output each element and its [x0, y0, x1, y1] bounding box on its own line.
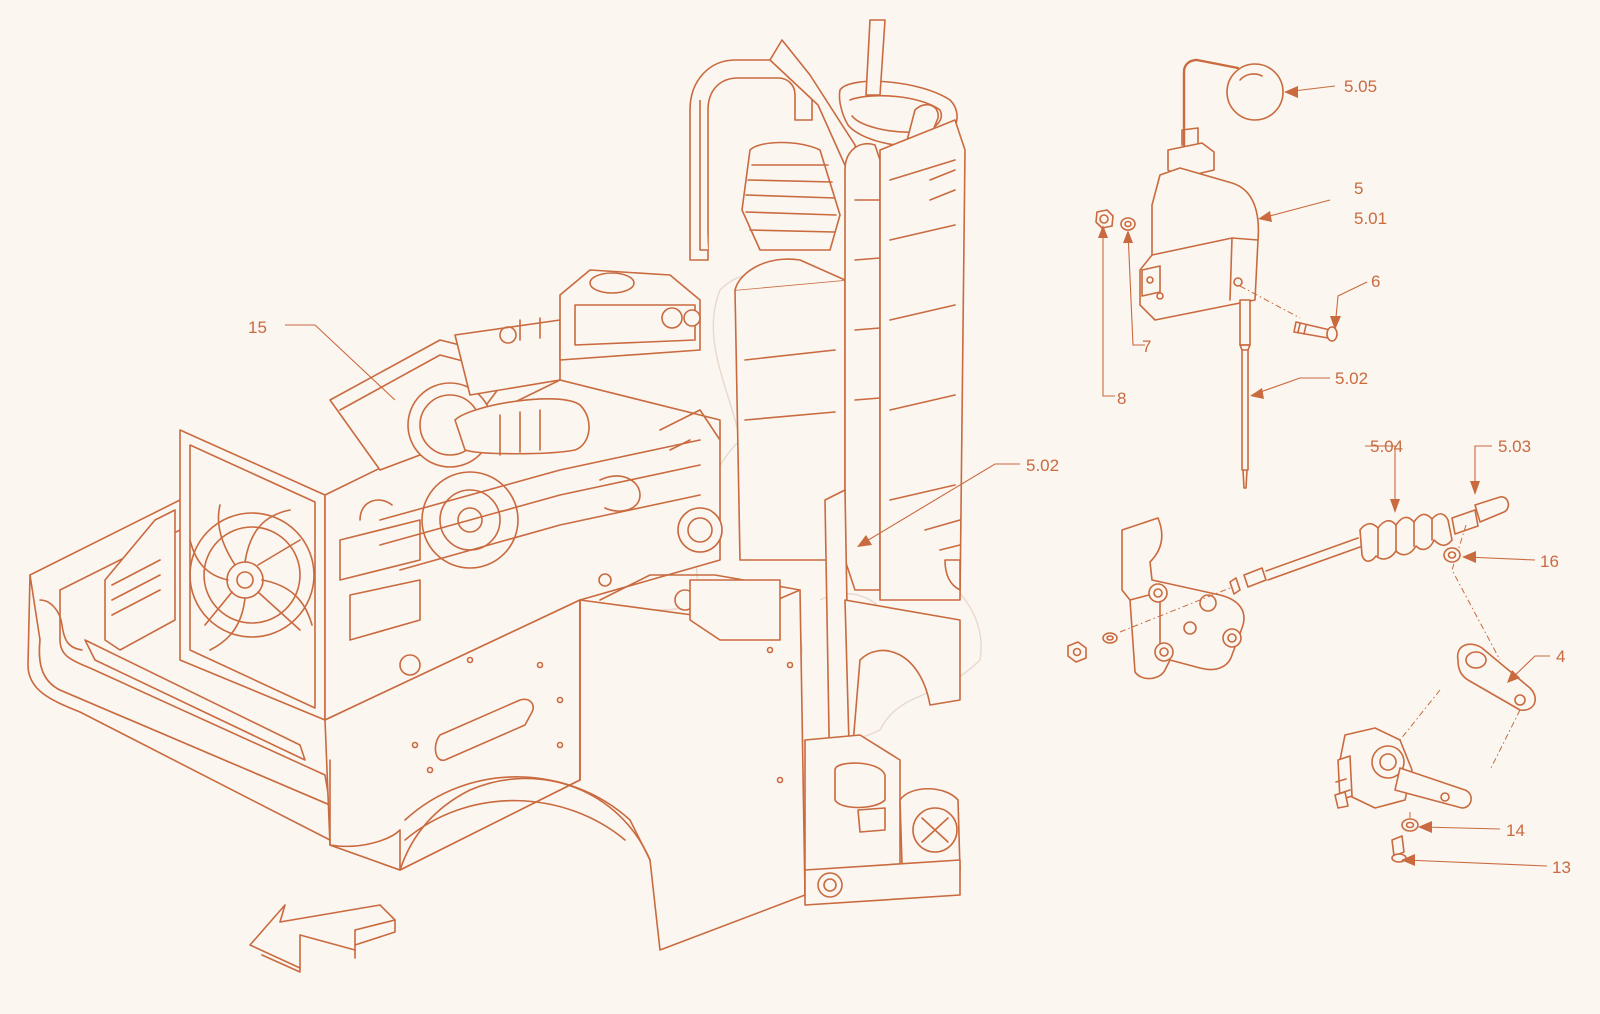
callout-6: 6: [1371, 272, 1380, 291]
bolt-6: [1293, 321, 1338, 342]
callout-labels: 5.05 5 5.01 6 7 8 5.02 5.02 5.04 5.03 16…: [248, 77, 1571, 877]
callout-8: 8: [1117, 389, 1126, 408]
callout-5-05: 5.05: [1344, 77, 1377, 96]
bracket-nut-and-washer: [1067, 632, 1118, 663]
nut-8-and-washer-7: [1095, 209, 1301, 319]
callout-13: 13: [1552, 858, 1571, 877]
lever-arm-4: [1399, 643, 1536, 771]
callout-7: 7: [1142, 337, 1151, 356]
lever-housing: [1139, 127, 1260, 321]
engine-block: [324, 269, 723, 721]
callout-5-04: 5.04: [1370, 437, 1403, 456]
callout-5-02-lever: 5.02: [1335, 369, 1368, 388]
callout-4: 4: [1556, 647, 1565, 666]
callout-5-01: 5.01: [1354, 209, 1387, 228]
leader-lines: [285, 85, 1550, 867]
washer-14-and-bolt-13: [1391, 812, 1419, 863]
lever-rod: [1239, 299, 1251, 489]
callout-14: 14: [1506, 821, 1525, 840]
radiator-fan-shroud: [179, 429, 326, 721]
callout-15: 15: [248, 318, 267, 337]
throttle-cable-5-04: [1229, 496, 1510, 661]
operator-column-and-rollbar: [689, 19, 966, 791]
pump-lever-assembly: [1334, 727, 1472, 809]
callout-5-03: 5.03: [1498, 437, 1531, 456]
callout-5: 5: [1354, 179, 1363, 198]
throttle-lever-knob: [1182, 58, 1284, 152]
callout-16: 16: [1540, 552, 1559, 571]
rear-drum-assembly: [804, 734, 961, 906]
fender-and-arch: [399, 574, 806, 951]
callout-5-02-cable: 5.02: [1026, 456, 1059, 475]
washer-16: [1443, 547, 1461, 563]
direction-arrow: [249, 904, 396, 973]
machine-front-frame: [27, 499, 331, 841]
mounting-bracket: [1119, 517, 1245, 680]
